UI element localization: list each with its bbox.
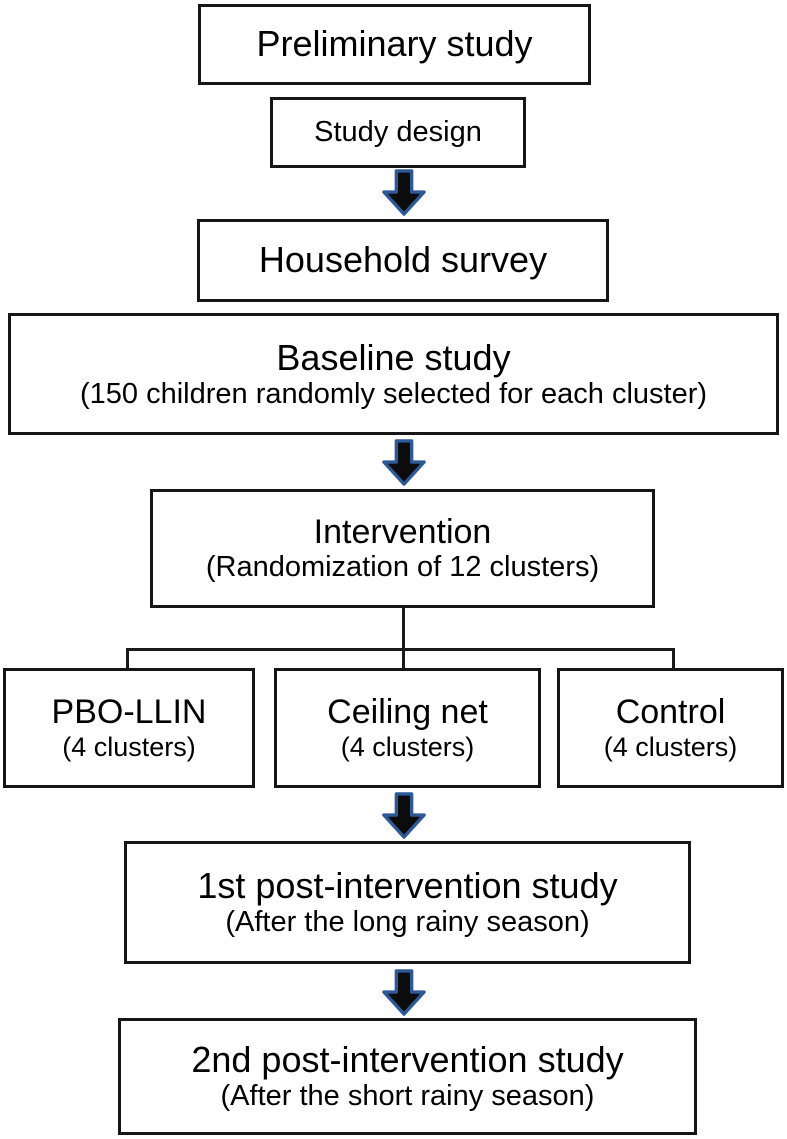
node-baseline-study: Baseline study (150 children randomly se… — [8, 313, 779, 435]
node-intervention: Intervention (Randomization of 12 cluste… — [150, 489, 655, 608]
node-first-post-intervention-label: 1st post-intervention study — [197, 865, 618, 907]
node-baseline-study-sublabel: (150 children randomly selected for each… — [79, 377, 708, 410]
node-intervention-label: Intervention — [313, 513, 492, 552]
node-arm-ceiling-net: Ceiling net (4 clusters) — [274, 668, 541, 788]
node-study-design-label: Study design — [314, 116, 482, 149]
node-study-design: Study design — [270, 97, 526, 168]
node-second-post-intervention-study: 2nd post-intervention study (After the s… — [118, 1018, 697, 1135]
node-second-post-intervention-label: 2nd post-intervention study — [191, 1039, 624, 1081]
node-household-survey-label: Household survey — [258, 239, 548, 281]
down-arrow-shape — [382, 439, 426, 486]
node-arm-control: Control (4 clusters) — [557, 668, 784, 788]
down-arrow-icon — [382, 792, 426, 839]
node-arm-control-label: Control — [615, 692, 726, 731]
down-arrow-icon — [382, 439, 426, 486]
node-arm-pbo-llin-label: PBO-LLIN — [51, 692, 207, 731]
connector-horizontal-line — [126, 648, 675, 651]
node-preliminary-study: Preliminary study — [198, 4, 591, 85]
node-arm-pbo-llin-sublabel: (4 clusters) — [62, 731, 196, 762]
node-arm-ceiling-net-label: Ceiling net — [327, 692, 488, 731]
down-arrow-shape — [382, 969, 426, 1016]
down-arrow-icon — [382, 969, 426, 1016]
node-second-post-intervention-sublabel: (After the short rainy season) — [220, 1080, 595, 1113]
node-household-survey: Household survey — [197, 219, 609, 302]
node-first-post-intervention-sublabel: (After the long rainy season) — [225, 906, 590, 939]
node-arm-pbo-llin: PBO-LLIN (4 clusters) — [3, 668, 255, 788]
connector-left-stub-line — [126, 648, 129, 670]
down-arrow-shape — [382, 169, 426, 216]
connector-right-stub-line — [672, 648, 675, 670]
node-arm-ceiling-net-sublabel: (4 clusters) — [340, 731, 475, 762]
down-arrow-icon — [382, 169, 426, 216]
node-first-post-intervention-study: 1st post-intervention study (After the l… — [124, 841, 691, 964]
node-baseline-study-label: Baseline study — [276, 336, 511, 378]
node-arm-control-sublabel: (4 clusters) — [603, 731, 738, 762]
node-preliminary-study-label: Preliminary study — [256, 23, 533, 65]
down-arrow-shape — [382, 792, 426, 839]
connector-vertical-line — [402, 606, 405, 670]
node-intervention-sublabel: (Randomization of 12 clusters) — [205, 551, 600, 584]
